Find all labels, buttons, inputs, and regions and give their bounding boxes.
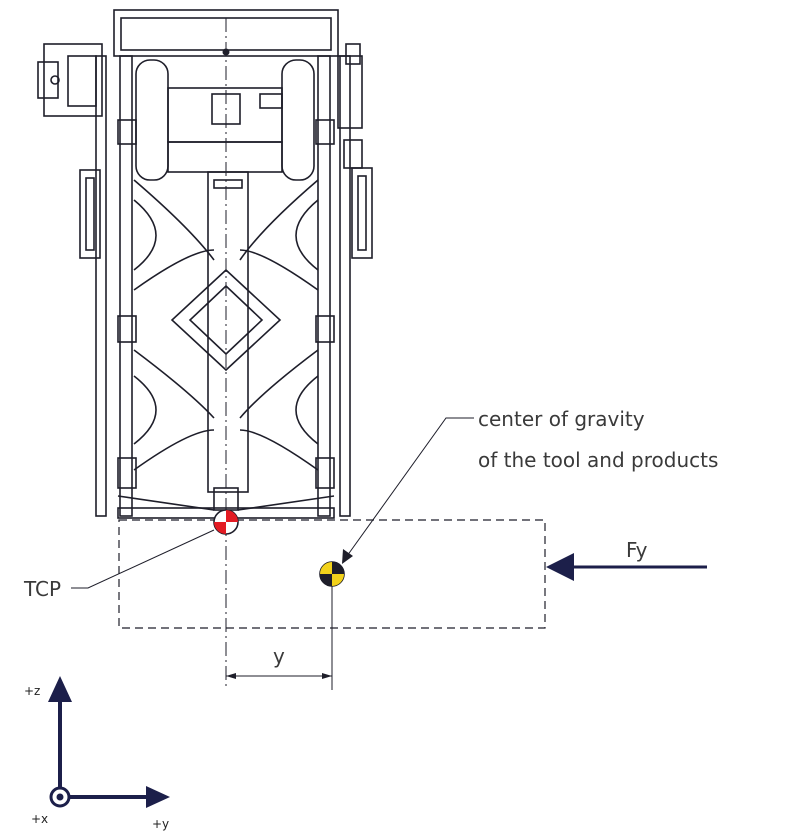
axis-z-label: +z	[24, 684, 40, 698]
dimension-y	[226, 673, 332, 679]
force-label: Fy	[626, 538, 648, 562]
gripper-tool-drawing	[37, 9, 373, 519]
cog-label-line1: center of gravity	[478, 407, 645, 431]
tcp-leader-line	[71, 529, 215, 589]
cog-label-line2: of the tool and products	[478, 448, 718, 472]
coordinate-axes	[48, 676, 170, 808]
axis-y-label: +y	[152, 817, 169, 831]
cog-leader-line	[342, 417, 474, 564]
axis-x-label: +x	[31, 812, 48, 826]
tcp-label: TCP	[23, 577, 61, 601]
tcp-marker-icon	[213, 509, 239, 535]
dimension-label: y	[273, 644, 285, 668]
center-of-gravity-icon	[319, 561, 345, 587]
force-arrow-icon	[546, 553, 707, 581]
